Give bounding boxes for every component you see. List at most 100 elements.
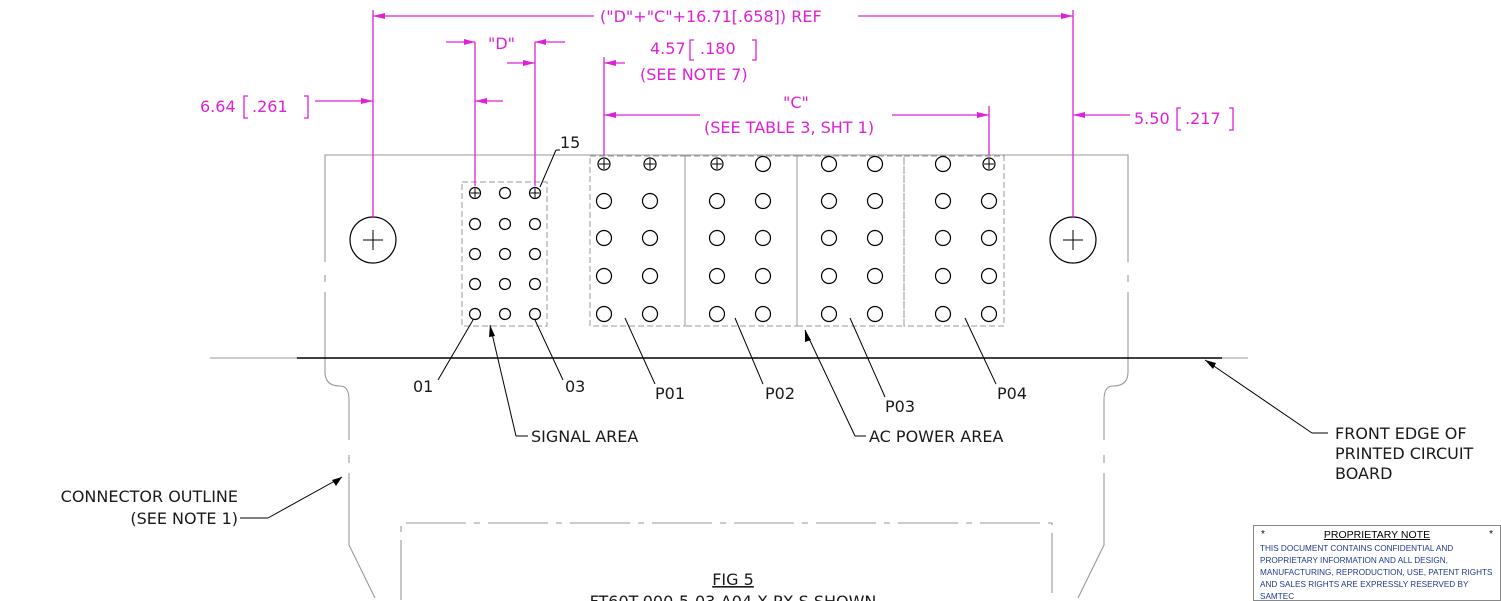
front-edge-label-line1: FRONT EDGE OF	[1335, 424, 1467, 443]
power-pin	[820, 192, 838, 210]
power-pin	[641, 267, 659, 285]
power-pin	[597, 157, 611, 171]
signal-pin	[468, 277, 482, 291]
power-pin	[980, 192, 998, 210]
proprietary-note-title: PROPRIETARY NOTE	[1323, 529, 1431, 541]
signal-pin	[468, 307, 482, 321]
d-dimension-label: "D"	[488, 34, 515, 53]
power-pin	[643, 157, 657, 171]
signal-pin	[498, 247, 512, 261]
note-marker-icon: *	[1261, 529, 1265, 540]
power-pin	[866, 305, 884, 323]
dimension-texts: ("D"+"C"+16.71[.658]) REF "D" 4.57 .180 …	[200, 7, 1234, 137]
signal-pin	[528, 307, 542, 321]
signal-pin	[498, 307, 512, 321]
power-pin	[754, 192, 772, 210]
power-pin	[708, 305, 726, 323]
power-pin	[934, 229, 952, 247]
power-pin	[710, 157, 724, 171]
signal-pin	[528, 277, 542, 291]
offset-457-mm: 4.57	[650, 39, 686, 58]
power-pin	[641, 192, 659, 210]
power-pin	[595, 229, 613, 247]
figure-title: FIG 5	[712, 570, 754, 589]
callout-labels: 15 01 03 P01 P02 P03 P04 SIGNAL AREA AC …	[61, 133, 1474, 528]
connector-outline-label-line1: CONNECTOR OUTLINE	[61, 487, 238, 506]
power-pin	[934, 305, 952, 323]
figure-caption: FIG 5 FT60T-000-5-03-A04-X-PX-S SHOWN	[590, 570, 877, 601]
power-pin	[982, 157, 996, 171]
power-pin	[820, 229, 838, 247]
signal-area-label: SIGNAL AREA	[531, 427, 638, 446]
power-pin	[934, 267, 952, 285]
power-pin-array	[595, 155, 998, 323]
power-pin	[708, 192, 726, 210]
power-pin	[866, 192, 884, 210]
pin-01-label: 01	[413, 377, 433, 396]
overall-ref-dimension: ("D"+"C"+16.71[.658]) REF	[600, 7, 822, 26]
power-pin	[820, 305, 838, 323]
power-pin	[708, 229, 726, 247]
pin-area-boxes	[461, 155, 1005, 327]
power-pin	[980, 305, 998, 323]
left-offset-mm: 6.64	[200, 97, 236, 116]
power-area-box-p02	[684, 155, 798, 327]
right-offset-mm: 5.50	[1134, 109, 1170, 128]
proprietary-note-body: THIS DOCUMENT CONTAINS CONFIDENTIAL AND …	[1260, 544, 1493, 601]
power-area-box-p04	[903, 155, 1005, 327]
power-pin	[641, 229, 659, 247]
power-pin	[866, 267, 884, 285]
power-pin	[754, 155, 772, 173]
power-pin	[934, 192, 952, 210]
signal-area-box	[461, 181, 548, 327]
power-pin	[754, 305, 772, 323]
power-pin	[754, 267, 772, 285]
power-pin	[980, 267, 998, 285]
power-pin	[980, 229, 998, 247]
signal-pin	[498, 186, 512, 200]
connector-outline-label-line2: (SEE NOTE 1)	[130, 509, 238, 528]
pin-03-label: 03	[565, 377, 585, 396]
dimension-lines	[315, 10, 1130, 218]
mounting-hole-right	[1049, 216, 1097, 264]
right-offset-in: .217	[1185, 109, 1221, 128]
pin-15-label: 15	[560, 133, 580, 152]
c-dimension-label: "C"	[783, 93, 809, 112]
offset-457-in: .180	[700, 39, 736, 58]
see-note-7: (SEE NOTE 7)	[640, 65, 748, 84]
power-pin	[820, 267, 838, 285]
power-area-box-p03	[796, 155, 905, 327]
signal-pin	[468, 217, 482, 231]
p03-label: P03	[885, 397, 915, 416]
p01-label: P01	[655, 384, 685, 403]
note-marker-icon: *	[1489, 529, 1493, 540]
signal-pin	[528, 186, 542, 200]
figure-subtitle: FT60T-000-5-03-A04-X-PX-S SHOWN	[590, 592, 877, 601]
signal-pin	[468, 247, 482, 261]
p04-label: P04	[997, 384, 1027, 403]
ac-power-area-label: AC POWER AREA	[869, 427, 1003, 446]
signal-pin-array	[468, 186, 542, 321]
p02-label: P02	[765, 384, 795, 403]
left-offset-in: .261	[252, 97, 288, 116]
signal-pin	[528, 247, 542, 261]
front-edge-label-line3: BOARD	[1335, 464, 1392, 483]
front-edge-label-line2: PRINTED CIRCUIT	[1335, 444, 1474, 463]
signal-pin	[468, 186, 482, 200]
power-pin	[754, 229, 772, 247]
power-pin	[708, 267, 726, 285]
power-pin	[866, 155, 884, 173]
power-pin	[866, 229, 884, 247]
power-area-box-p01	[589, 155, 686, 327]
signal-pin	[498, 217, 512, 231]
power-pin	[595, 305, 613, 323]
power-pin	[820, 155, 838, 173]
see-table-3: (SEE TABLE 3, SHT 1)	[704, 118, 874, 137]
power-pin	[595, 267, 613, 285]
power-pin	[595, 192, 613, 210]
signal-pin	[498, 277, 512, 291]
power-pin	[641, 305, 659, 323]
connector-outline	[210, 154, 1248, 600]
signal-pin	[528, 217, 542, 231]
